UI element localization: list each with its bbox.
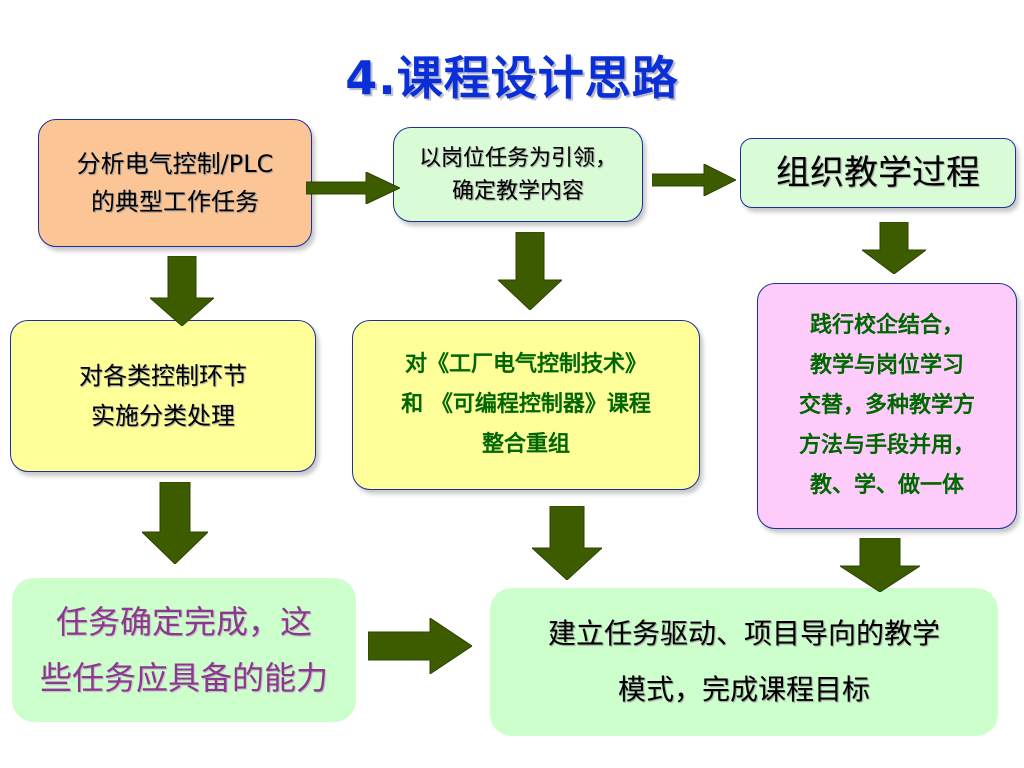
arrow-down-practice-to-establish bbox=[840, 538, 920, 592]
box-lead-line-2: 确定教学内容 bbox=[451, 178, 584, 204]
box-analyze-line-2: 的典型工作任务 bbox=[91, 188, 259, 216]
box-complete-line-1: 任务确定完成，这 bbox=[55, 603, 312, 641]
box-practice-line-1: 践行校企结合， bbox=[809, 313, 964, 338]
box-course-integration: 对《工厂电气控制技术》 和 《可编程控制器》课程 整合重组 bbox=[352, 320, 700, 490]
box-task-led-content: 以岗位任务为引领， 确定教学内容 bbox=[393, 127, 643, 222]
box-school-enterprise-practice: 践行校企结合， 教学与岗位学习 交替，多种教学方 方法与手段并用， 教、学、做一… bbox=[757, 283, 1017, 529]
arrow-down-analyze-to-classify bbox=[150, 256, 214, 326]
box-task-completion: 任务确定完成，这 些任务应具备的能力 bbox=[12, 578, 356, 722]
box-integrate-line-1: 对《工厂电气控制技术》 bbox=[404, 352, 647, 377]
box-classify-line-2: 实施分类处理 bbox=[91, 402, 235, 430]
arrow-right-analyze-to-lead bbox=[306, 172, 400, 204]
box-complete-line-2: 些任务应具备的能力 bbox=[39, 659, 328, 697]
box-practice-line-3: 交替，多种教学方 bbox=[798, 393, 975, 418]
box-lead-line-1: 以岗位任务为引领， bbox=[418, 145, 617, 171]
slide-title: 4.课程设计思路 bbox=[345, 51, 679, 105]
box-analyze-line-1: 分析电气控制/PLC bbox=[76, 150, 274, 178]
box-practice-line-5: 教、学、做一体 bbox=[809, 473, 964, 498]
arrow-right-completion-to-establish bbox=[368, 618, 472, 674]
box-classify-process: 对各类控制环节 实施分类处理 bbox=[10, 320, 316, 472]
box-organize-line-1: 组织教学过程 bbox=[776, 153, 980, 193]
arrow-down-lead-to-integrate bbox=[498, 232, 562, 310]
box-practice-line-4: 方法与手段并用， bbox=[798, 433, 975, 458]
box-establish-teaching-mode: 建立任务驱动、项目导向的教学 模式，完成课程目标 bbox=[490, 588, 998, 736]
box-integrate-line-2: 和 《可编程控制器》课程 bbox=[401, 392, 651, 417]
box-integrate-line-3: 整合重组 bbox=[481, 432, 570, 457]
arrow-down-organize-to-practice bbox=[862, 222, 926, 274]
arrow-right-lead-to-organize bbox=[652, 164, 736, 196]
box-establish-line-2: 模式，完成课程目标 bbox=[617, 673, 870, 706]
arrow-down-integrate-to-establish bbox=[532, 506, 602, 580]
box-classify-line-1: 对各类控制环节 bbox=[79, 362, 247, 390]
box-practice-line-2: 教学与岗位学习 bbox=[809, 353, 964, 378]
box-analyze-tasks: 分析电气控制/PLC 的典型工作任务 bbox=[38, 119, 312, 247]
arrow-down-classify-to-completion bbox=[142, 482, 208, 564]
box-establish-line-1: 建立任务驱动、项目导向的教学 bbox=[547, 617, 940, 650]
box-organize-teaching: 组织教学过程 bbox=[740, 138, 1016, 208]
